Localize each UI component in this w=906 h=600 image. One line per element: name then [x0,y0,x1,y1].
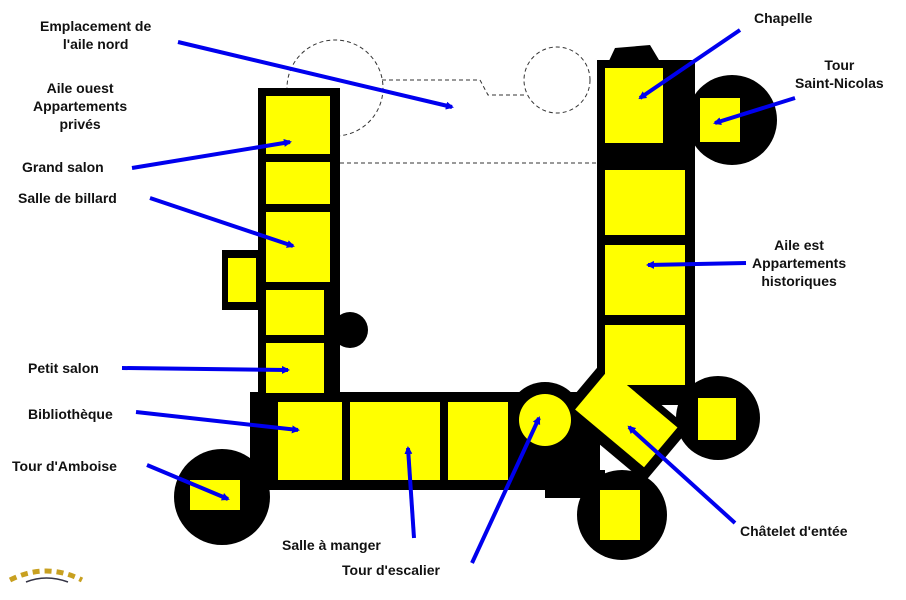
label-amboise: Tour d'Amboise [12,458,117,474]
arrow-billiard [149,196,295,248]
logo [8,568,84,583]
label-north-wing: Emplacement de l'aile nord [40,18,152,52]
walls [174,45,777,560]
label-grand-salon: Grand salon [22,159,104,175]
arrow-dining [404,446,416,539]
arrow-gatehouse [627,425,737,525]
arrow-grand-salon [131,139,292,170]
label-library: Bibliothèque [28,406,113,422]
arrow-amboise [146,463,230,501]
arrow-saint-nicolas [713,96,796,126]
arrow-east-wing [646,260,747,269]
arrow-chapel [638,28,742,100]
label-west-wing: Aile ouest Appartements privés [33,80,128,132]
label-stair-tower: Tour d'escalier [342,562,440,578]
label-east-wing: Aile est Appartements historiques [752,237,847,289]
arrow-stair-tower [470,416,541,564]
label-dining: Salle à manger [282,537,381,553]
label-saint-nicolas: Tour Saint-Nicolas [795,57,884,91]
label-billiard: Salle de billard [18,190,117,206]
arrow-petit-salon [121,365,290,374]
arrows [121,28,796,564]
label-gatehouse: Châtelet d'entée [740,523,848,539]
label-chapel: Chapelle [754,10,813,26]
arrow-north-wing [177,40,454,110]
label-petit-salon: Petit salon [28,360,99,376]
arrow-library [135,410,300,434]
